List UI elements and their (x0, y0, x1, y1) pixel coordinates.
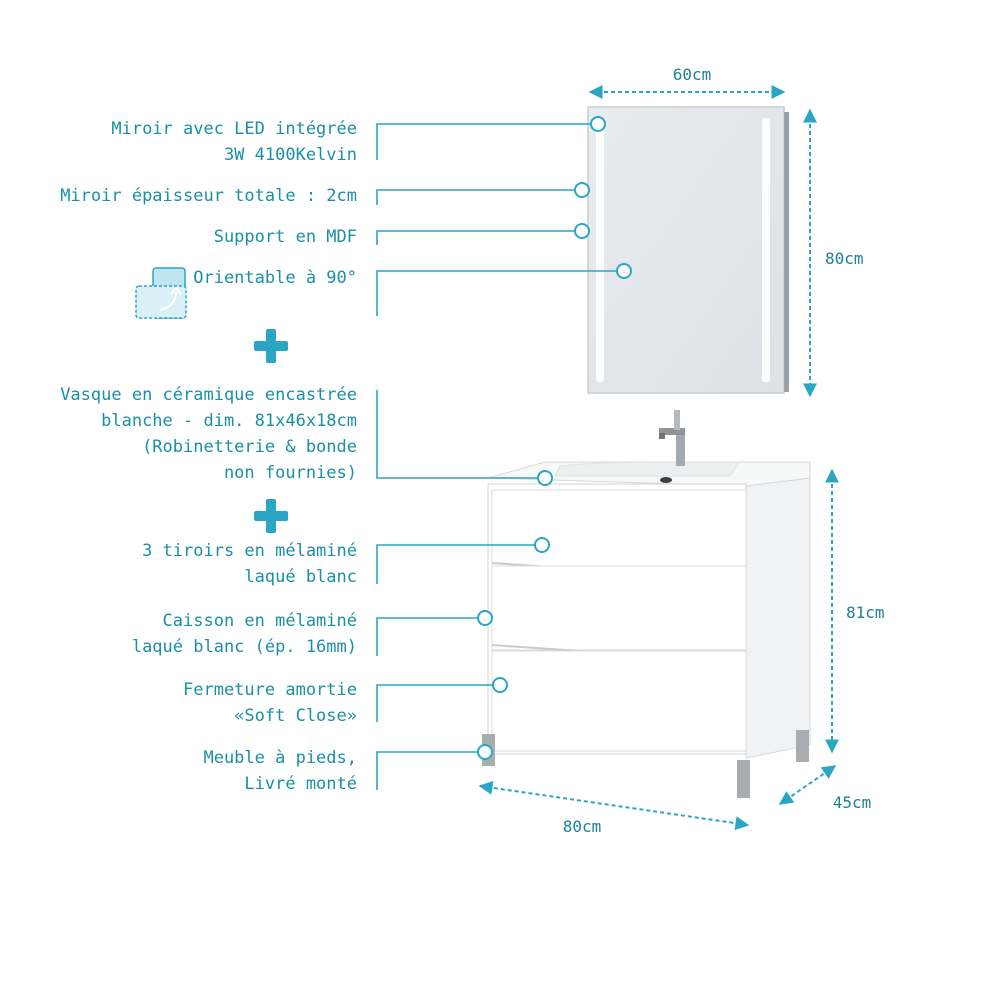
feature-drawers-line2: laqué blanc (244, 567, 357, 587)
feature-carcass-line2: laqué blanc (ép. 16mm) (132, 637, 357, 657)
leg (737, 760, 750, 798)
dimension-cabinet-height: 81cm (825, 468, 885, 754)
feature-mdf-support: Support en MDF (214, 227, 357, 247)
mirror (587, 106, 789, 394)
feature-legs-line1: Meuble à pieds, (203, 748, 357, 768)
callout-dots (477, 116, 632, 760)
feature-mirror-thickness: Miroir épaisseur totale : 2cm (60, 186, 357, 206)
feature-led-mirror-line2: 3W 4100Kelvin (224, 145, 357, 165)
cabinet-depth-label: 45cm (833, 793, 872, 812)
plus-icon (254, 329, 288, 363)
drawer-3 (491, 650, 747, 752)
feature-led-mirror-line1: Miroir avec LED intégrée (111, 119, 357, 139)
vanity-cabinet (482, 410, 811, 798)
feature-soft-close-line2: «Soft Close» (234, 706, 357, 726)
cabinet-width-label: 80cm (563, 817, 602, 836)
led-strip-left (596, 118, 604, 382)
feature-orientable: Orientable à 90° (193, 268, 357, 288)
plus-icon (254, 499, 288, 533)
leader-lines (376, 123, 624, 790)
led-strip-right (762, 118, 770, 382)
callout-dot (537, 470, 553, 486)
callout-dot (574, 223, 590, 239)
dimension-cabinet-width: 80cm (478, 780, 750, 836)
feature-basin-line2: blanche - dim. 81x46x18cm (101, 411, 357, 431)
dimension-mirror-width: 60cm (588, 65, 786, 99)
feature-basin-line4: non fournies) (224, 463, 357, 483)
feature-labels: Miroir avec LED intégrée 3W 4100Kelvin M… (60, 119, 357, 794)
dimension-mirror-height: 80cm (803, 108, 864, 398)
rotate-icon (135, 267, 187, 319)
cabinet-height-label: 81cm (846, 603, 885, 622)
feature-basin-line1: Vasque en céramique encastrée (60, 385, 357, 405)
dimension-cabinet-depth: 45cm (778, 765, 872, 812)
mirror-width-label: 60cm (673, 65, 712, 84)
callout-dot (616, 263, 632, 279)
mirror-edge (784, 112, 789, 392)
callout-dot (492, 677, 508, 693)
drawer-2 (491, 565, 747, 663)
callout-dot (534, 537, 550, 553)
callout-dot (590, 116, 606, 132)
callout-dot (574, 182, 590, 198)
feature-soft-close-line1: Fermeture amortie (183, 680, 357, 700)
callout-dot (477, 610, 493, 626)
feature-carcass-line1: Caisson en mélaminé (163, 611, 357, 631)
faucet (659, 410, 685, 466)
feature-drawers-line1: 3 tiroirs en mélaminé (142, 541, 357, 561)
feature-legs-line2: Livré monté (244, 774, 357, 794)
callout-dot (477, 744, 493, 760)
leg (796, 730, 809, 762)
mirror-height-label: 80cm (825, 249, 864, 268)
feature-basin-line3: (Robinetterie & bonde (142, 437, 357, 457)
basin-drain (660, 477, 672, 483)
